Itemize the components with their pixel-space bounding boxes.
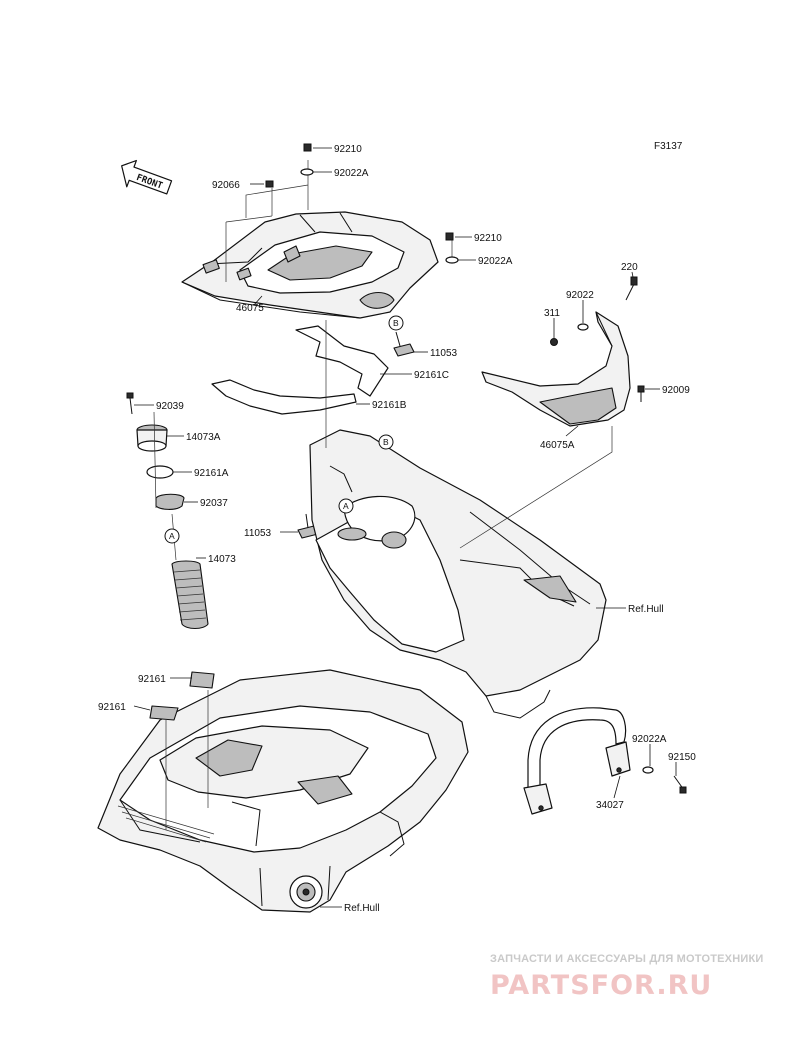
- label-46075: 46075: [236, 303, 264, 314]
- label-34027: 34027: [596, 800, 624, 811]
- label-11053-left: 11053: [244, 528, 272, 539]
- label-92161a: 92161A: [194, 468, 229, 479]
- label-92161-left: 92161: [98, 702, 126, 713]
- label-92009: 92009: [662, 385, 690, 396]
- hull-upper: [309, 429, 607, 719]
- rear-cover-46075a: [481, 311, 631, 427]
- vent-cap-14073a: [136, 424, 168, 452]
- storage-tub-46075: [181, 211, 439, 319]
- screw-92066: [265, 180, 274, 188]
- ring-92161a: [146, 465, 174, 479]
- label-92022a-right: 92022A: [478, 256, 513, 267]
- rear-handle-34027: [523, 707, 631, 815]
- washer-92022a-bottom: [642, 766, 654, 774]
- hardware-220: [625, 276, 638, 301]
- label-220: 220: [621, 262, 638, 273]
- label-92161c: 92161C: [414, 370, 449, 381]
- cap-92210-top: [303, 143, 312, 152]
- callout-b-hull: B: [378, 434, 394, 450]
- gasket-92161b: [211, 379, 357, 415]
- label-92022a-top: 92022A: [334, 168, 369, 179]
- washer-92022a-top: [300, 168, 314, 176]
- label-92210-right: 92210: [474, 233, 502, 244]
- label-11053-top: 11053: [430, 348, 458, 359]
- label-92022: 92022: [566, 290, 594, 301]
- svg-text:B: B: [393, 318, 399, 328]
- hose-14073: [171, 560, 209, 630]
- washer-92022: [577, 323, 589, 331]
- svg-text:A: A: [169, 531, 175, 541]
- label-14073: 14073: [208, 554, 236, 565]
- gasket-92161c: [295, 325, 389, 397]
- label-92161b: 92161B: [372, 400, 407, 411]
- watermark-logo: PARTSFOR.RU: [490, 970, 712, 1001]
- leader-lines: [133, 147, 677, 908]
- pad-92161-top: [189, 671, 215, 689]
- label-92161-top: 92161: [138, 674, 166, 685]
- label-92210-top: 92210: [334, 144, 362, 155]
- watermark-tagline: ЗАПЧАСТИ И АКСЕССУАРЫ ДЛЯ МОТОТЕХНИКИ: [490, 953, 763, 965]
- label-ref-hull-bottom: Ref.Hull: [344, 903, 380, 914]
- label-311: 311: [544, 308, 560, 319]
- fastener-11053-top: [393, 331, 415, 357]
- svg-text:B: B: [383, 437, 389, 447]
- pad-92161-left: [149, 705, 179, 721]
- label-14073a: 14073A: [186, 432, 221, 443]
- label-92066: 92066: [212, 180, 240, 191]
- label-92022a-bottom: 92022A: [632, 734, 667, 745]
- label-92150: 92150: [668, 752, 696, 763]
- nut-311: [550, 338, 558, 346]
- label-92039: 92039: [156, 401, 184, 412]
- front-arrow-icon: FRONT: [121, 159, 173, 195]
- bolt-92150: [673, 775, 687, 794]
- clamp-92037: [155, 493, 185, 510]
- svg-text:A: A: [343, 501, 349, 511]
- label-46075a: 46075A: [540, 440, 575, 451]
- washer-92022a-right: [445, 256, 459, 264]
- screw-92009: [637, 385, 645, 402]
- hull-lower: [97, 669, 469, 913]
- callout-a-hull: A: [338, 498, 354, 514]
- label-92037: 92037: [200, 498, 228, 509]
- label-ref-hull-right: Ref.Hull: [628, 604, 664, 615]
- callout-a-hose: A: [164, 528, 180, 544]
- screw-92039: [126, 392, 134, 415]
- callout-b-top: B: [388, 315, 404, 331]
- figure-id: F3137: [654, 141, 683, 152]
- cap-92210-right: [445, 232, 454, 241]
